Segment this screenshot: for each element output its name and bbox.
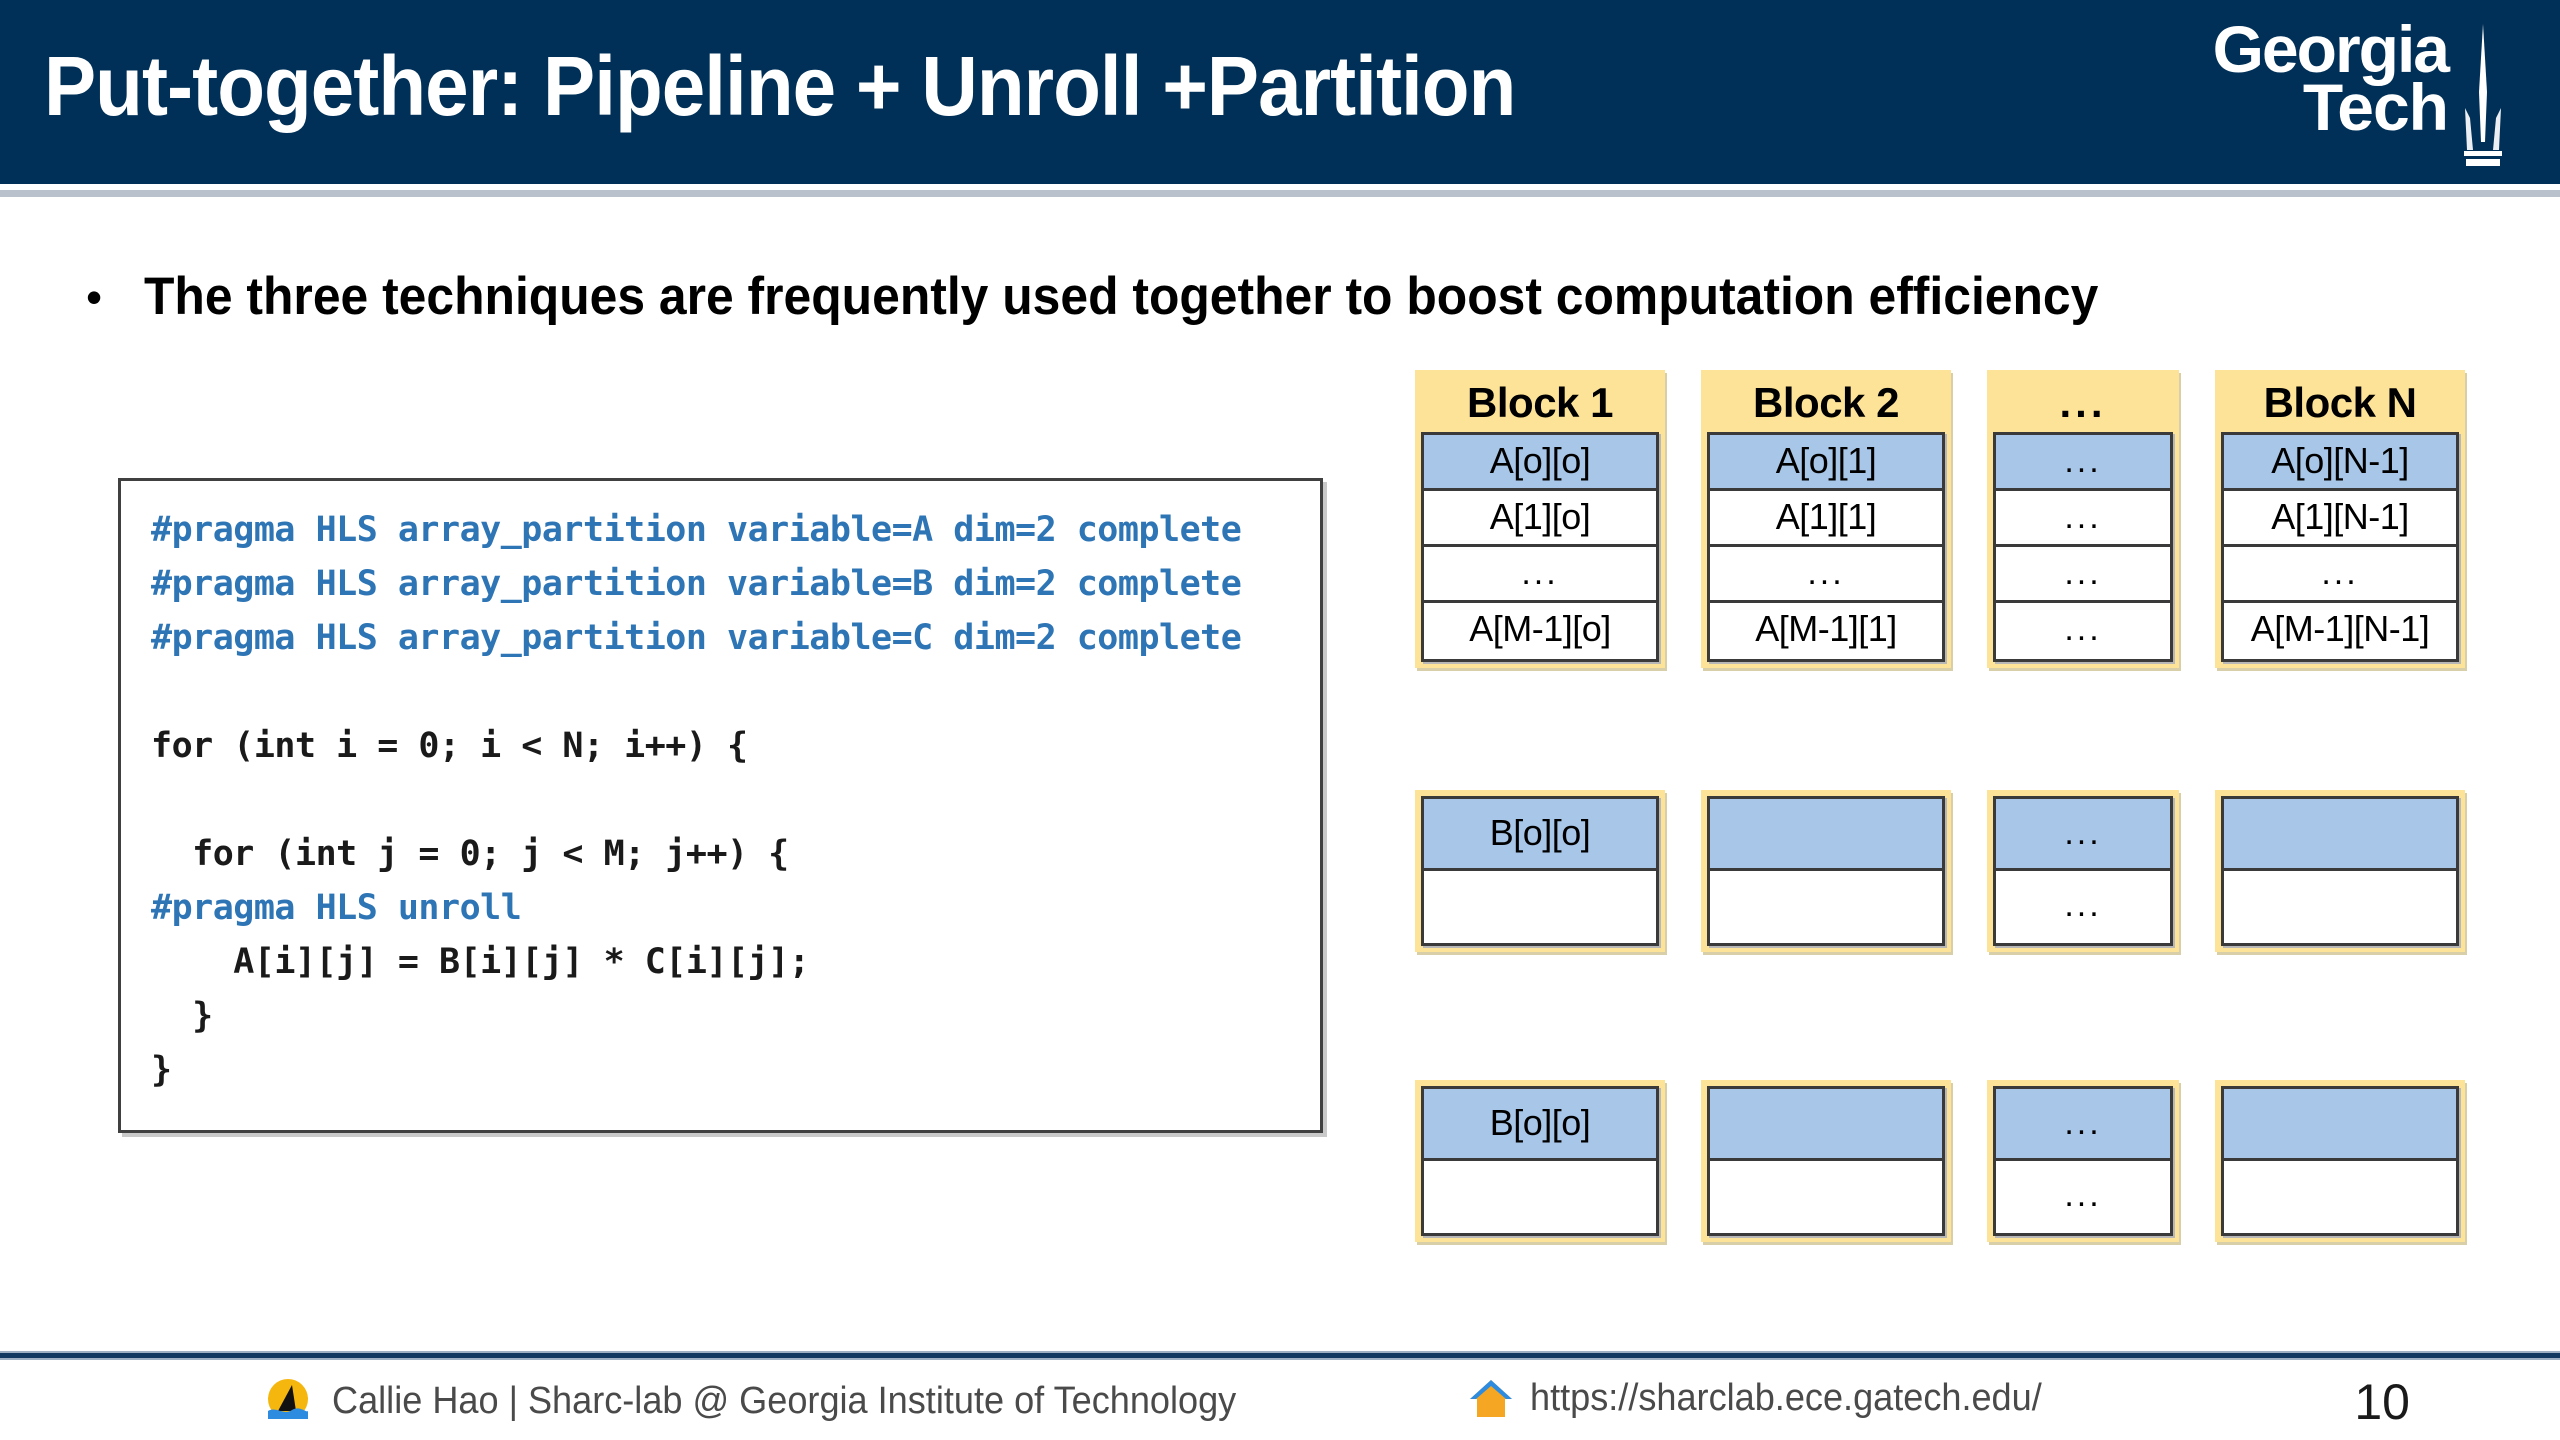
memory-cell-stack: A[o][o]A[1][o]...A[M-1][o] xyxy=(1421,432,1659,662)
page-number: 10 xyxy=(2354,1374,2410,1430)
memory-block-label: ... xyxy=(2059,379,2107,426)
georgia-tech-logo: Georgia Tech xyxy=(2118,14,2518,174)
memory-cell xyxy=(2224,1161,2456,1233)
memory-block: Block 1 A[o][o]A[1][o]...A[M-1][o] xyxy=(1415,370,1665,668)
sharc-lab-logo-icon xyxy=(268,1379,308,1419)
code-line: A[i][j] = B[i][j] * C[i][j]; xyxy=(151,942,810,982)
memory-block: ...... xyxy=(1987,790,2179,952)
bullet-marker: • xyxy=(86,271,103,323)
memory-cell: ... xyxy=(1996,1161,2170,1233)
memory-cell xyxy=(1710,871,1942,943)
memory-block: ............... xyxy=(1987,370,2179,668)
footer-url-text: https://sharclab.ece.gatech.edu/ xyxy=(1530,1376,2042,1419)
memory-cell: A[M-1][1] xyxy=(1710,603,1942,659)
memory-block xyxy=(2215,790,2465,952)
memory-cell: ... xyxy=(1996,547,2170,603)
georgia-tech-wordmark: Georgia Tech xyxy=(2118,12,2450,145)
code-line: for (int j = 0; j < M; j++) { xyxy=(151,834,789,874)
memory-block xyxy=(2215,1080,2465,1242)
memory-cell-stack: ...... xyxy=(1993,1086,2173,1236)
memory-cell: ... xyxy=(2224,547,2456,603)
memory-cell xyxy=(2224,871,2456,943)
memory-cell: ... xyxy=(1710,547,1942,603)
memory-block: Block 2 A[o][1]A[1][1]...A[M-1][1] xyxy=(1701,370,1951,668)
array-c-row: B[o][o]...... xyxy=(1415,1080,2535,1242)
memory-block xyxy=(1701,1080,1951,1242)
memory-cell-stack xyxy=(1707,1086,1945,1236)
memory-block-label: Block 1 xyxy=(1467,379,1613,426)
memory-block xyxy=(1701,790,1951,952)
code-blank-line xyxy=(151,665,1290,719)
memory-cell-stack: ...... xyxy=(1993,796,2173,946)
memory-block: Block N A[o][N-1]A[1][N-1]...A[M-1][N-1] xyxy=(2215,370,2465,668)
code-line: #pragma HLS array_partition variable=B d… xyxy=(151,564,1242,604)
memory-block: B[o][o] xyxy=(1415,1080,1665,1242)
memory-cell xyxy=(1424,871,1656,943)
memory-cell-stack: A[o][1]A[1][1]...A[M-1][1] xyxy=(1707,432,1945,662)
memory-cell-stack xyxy=(1707,796,1945,946)
memory-cell: B[o][o] xyxy=(1424,1089,1656,1161)
memory-cell: A[1][o] xyxy=(1424,491,1656,547)
memory-cell: ... xyxy=(1996,491,2170,547)
memory-cell: ... xyxy=(1424,547,1656,603)
gt-tower-icon xyxy=(2464,24,2502,166)
memory-cell: ... xyxy=(1996,435,2170,491)
footer-divider xyxy=(0,1351,2560,1360)
code-line: for (int i = 0; i < N; i++) { xyxy=(151,726,748,766)
code-line: #pragma HLS array_partition variable=C d… xyxy=(151,618,1242,658)
code-block: #pragma HLS array_partition variable=A d… xyxy=(118,478,1323,1133)
bullet-text: The three techniques are frequently used… xyxy=(144,267,2099,326)
logo-line-tech: Tech xyxy=(2302,70,2449,145)
memory-cell xyxy=(1710,1089,1942,1161)
memory-cell xyxy=(2224,799,2456,871)
memory-cell xyxy=(2224,1089,2456,1161)
array-b-row: B[o][o]...... xyxy=(1415,790,2535,952)
footer-author: Callie Hao | Sharc-lab @ Georgia Institu… xyxy=(262,1375,1284,1427)
memory-cell: A[M-1][N-1] xyxy=(2224,603,2456,659)
memory-cell-stack xyxy=(2221,796,2459,946)
memory-cell xyxy=(1424,1161,1656,1233)
footer: Callie Hao | Sharc-lab @ Georgia Institu… xyxy=(0,1365,2560,1440)
memory-cell: ... xyxy=(1996,1089,2170,1161)
memory-cell-stack: B[o][o] xyxy=(1421,1086,1659,1236)
memory-block-label: Block N xyxy=(2263,379,2417,426)
logo-line-georgia: Georgia xyxy=(2212,12,2450,86)
footer-url[interactable]: https://sharclab.ece.gatech.edu/ xyxy=(1468,1375,2069,1421)
memory-cell-stack xyxy=(2221,1086,2459,1236)
memory-cell: A[1][1] xyxy=(1710,491,1942,547)
memory-block: B[o][o] xyxy=(1415,790,1665,952)
bullet-item: • The three techniques are frequently us… xyxy=(86,268,2223,326)
memory-cell: A[o][o] xyxy=(1424,435,1656,491)
memory-cell: B[o][o] xyxy=(1424,799,1656,871)
memory-cell-stack: B[o][o] xyxy=(1421,796,1659,946)
memory-cell: A[o][1] xyxy=(1710,435,1942,491)
memory-cell: ... xyxy=(1996,799,2170,871)
memory-cell-stack: ............ xyxy=(1993,432,2173,662)
memory-cell: ... xyxy=(1996,603,2170,659)
code-line: #pragma HLS unroll xyxy=(151,888,522,928)
memory-cell-stack: A[o][N-1]A[1][N-1]...A[M-1][N-1] xyxy=(2221,432,2459,662)
memory-cell xyxy=(1710,1161,1942,1233)
memory-cell xyxy=(1710,799,1942,871)
home-icon xyxy=(1470,1380,1512,1417)
title-bar: Put-together: Pipeline + Unroll +Partiti… xyxy=(0,0,2560,190)
memory-cell: A[M-1][o] xyxy=(1424,603,1656,659)
memory-block-label: Block 2 xyxy=(1753,379,1899,426)
memory-cell: A[1][N-1] xyxy=(2224,491,2456,547)
footer-author-text: Callie Hao | Sharc-lab @ Georgia Institu… xyxy=(332,1379,1237,1422)
code-line: #pragma HLS array_partition variable=A d… xyxy=(151,510,1242,550)
memory-block: ...... xyxy=(1987,1080,2179,1242)
memory-cell: A[o][N-1] xyxy=(2224,435,2456,491)
code-line: } xyxy=(151,1050,172,1090)
memory-cell: ... xyxy=(1996,871,2170,943)
page-title: Put-together: Pipeline + Unroll +Partiti… xyxy=(44,39,1516,133)
code-line: } xyxy=(151,996,213,1036)
code-blank-line xyxy=(151,773,1290,827)
